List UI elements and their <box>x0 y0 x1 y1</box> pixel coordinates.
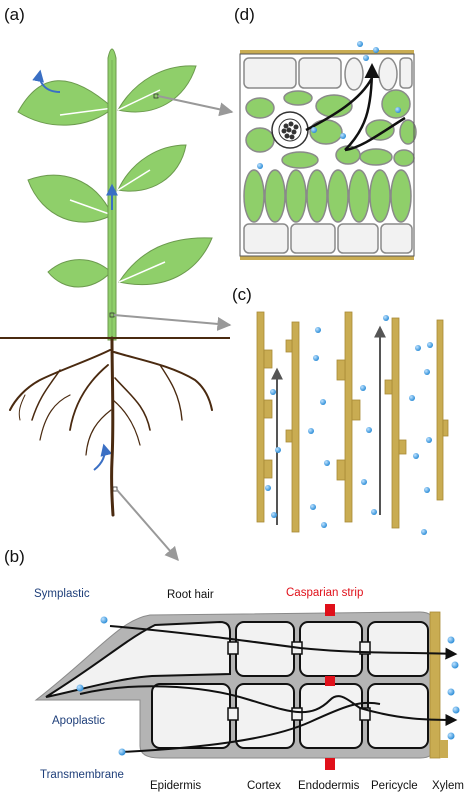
casparian-strip <box>325 758 335 770</box>
roots <box>9 336 213 517</box>
label-xylem: Xylem <box>432 780 464 792</box>
plant-illustration <box>0 48 234 562</box>
leaf <box>47 259 112 288</box>
label-epidermis: Epidermis <box>150 780 201 792</box>
xylem-vessels <box>256 311 449 533</box>
label-endodermis: Endodermis <box>298 780 360 792</box>
casparian-strip <box>325 604 335 616</box>
panel-label-b: (b) <box>4 547 25 566</box>
label-root-hair: Root hair <box>167 589 214 601</box>
root-uptake-arrow-icon <box>93 443 113 471</box>
panel-label-d: (d) <box>234 5 255 24</box>
label-cortex: Cortex <box>247 780 281 792</box>
leaf <box>27 174 113 223</box>
label-symplastic: Symplastic <box>34 588 90 600</box>
casparian-strip <box>325 676 335 686</box>
apoplastic-path <box>79 685 458 726</box>
water-droplets <box>257 41 401 169</box>
panel-label-c: (c) <box>232 285 252 304</box>
transpiration-arrow-icon <box>32 69 61 93</box>
transmembrane-path <box>121 701 381 753</box>
symplastic-path <box>109 625 458 660</box>
leaf <box>17 80 114 126</box>
leaf <box>118 237 213 286</box>
root-cross-section: Symplastic Apoplastic Transmembrane Root… <box>34 587 464 792</box>
label-casparian-strip: Casparian strip <box>286 587 363 599</box>
leaf-cross-section <box>239 41 417 260</box>
label-transmembrane: Transmembrane <box>40 769 124 781</box>
label-pericycle: Pericycle <box>371 780 418 792</box>
panel-label-a: (a) <box>4 5 25 24</box>
label-apoplastic: Apoplastic <box>52 715 105 727</box>
vascular-bundle <box>271 111 309 149</box>
xylem-water-droplets <box>265 315 433 535</box>
